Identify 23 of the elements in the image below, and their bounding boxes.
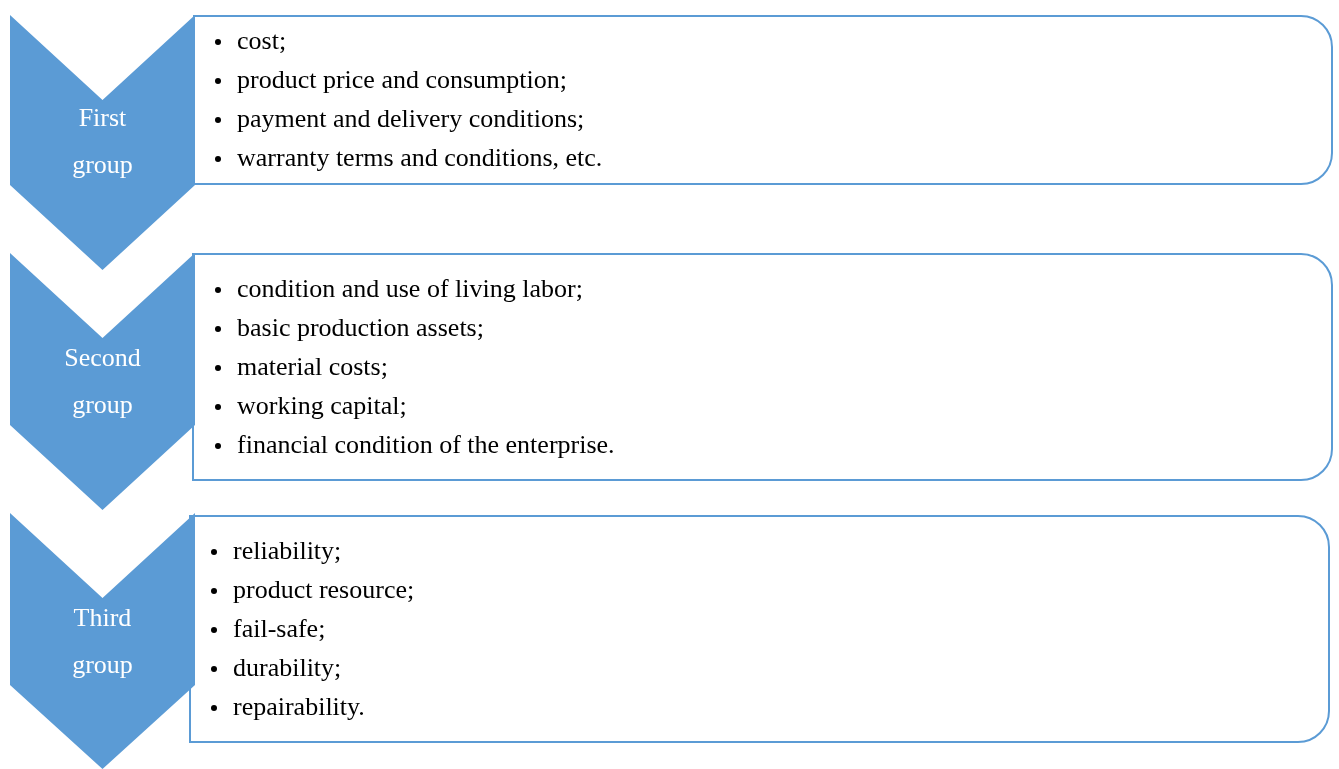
- list-item: repairability.: [233, 692, 365, 721]
- chevron-shape: [10, 15, 195, 270]
- list-panel: [193, 15, 1333, 185]
- list-item: reliability;: [233, 536, 342, 565]
- list-item: product resource;: [233, 575, 415, 604]
- list-item: cost;: [237, 26, 287, 55]
- list-item: payment and delivery conditions;: [237, 104, 585, 133]
- group-label: First group: [72, 103, 133, 179]
- list-panel: [192, 253, 1333, 481]
- list-item: durability;: [233, 653, 342, 682]
- group-label: Third group: [72, 603, 133, 679]
- list-item: material costs;: [237, 352, 388, 381]
- list-item: basic production assets;: [237, 313, 484, 342]
- list-item: fail-safe;: [233, 614, 326, 643]
- list-item: working capital;: [237, 391, 407, 420]
- list-item: financial condition of the enterprise.: [237, 430, 615, 459]
- list-item: product price and consumption;: [237, 65, 567, 94]
- list-item: warranty terms and conditions, etc.: [237, 143, 603, 172]
- chevron-shape: [10, 253, 195, 510]
- list-panel: [189, 515, 1330, 743]
- chevron-shape: [10, 513, 195, 769]
- group-label: Second group: [64, 343, 141, 419]
- list-item: condition and use of living labor;: [237, 274, 583, 303]
